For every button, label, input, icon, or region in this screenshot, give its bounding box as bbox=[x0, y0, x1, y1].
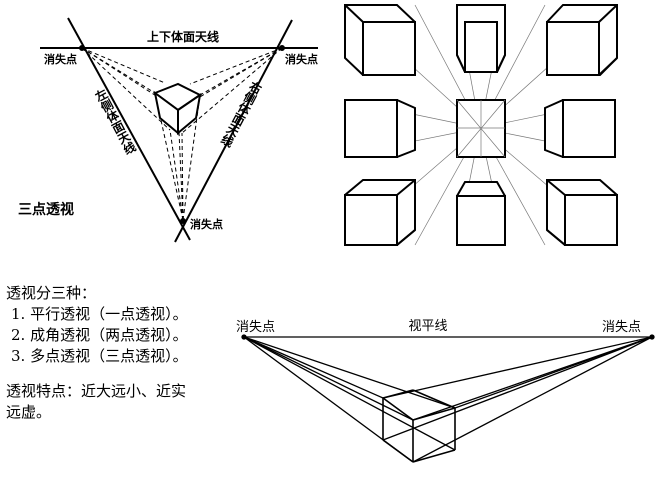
top-line-label: 上下体面天线 bbox=[147, 29, 219, 44]
vanishing-point-bottom-dot bbox=[180, 218, 186, 224]
notes-item-1: 1. 平行透视（一点透视）。 bbox=[11, 305, 188, 323]
left-face-label: 左侧体面天线 bbox=[91, 85, 138, 157]
right-side-line bbox=[174, 19, 293, 243]
vanish-right-label: 消失点 bbox=[285, 52, 318, 66]
vanishing-point-left-dot bbox=[79, 45, 85, 51]
cube-top-left bbox=[344, 4, 416, 76]
cube-top-middle bbox=[456, 4, 506, 73]
three-point-title: 三点透视 bbox=[18, 201, 74, 218]
cube-middle-left bbox=[344, 99, 416, 158]
notes-heading: 透视分三种： bbox=[6, 284, 97, 302]
cube-middle-right bbox=[544, 99, 616, 158]
left-side-line bbox=[67, 17, 191, 241]
cube-bottom-right bbox=[546, 179, 618, 246]
two-point-vanish-left-label: 消失点 bbox=[236, 320, 275, 335]
right-face-label: 右侧体面天线 bbox=[218, 77, 265, 149]
two-point-cube bbox=[382, 389, 456, 463]
vanishing-point-right-dot bbox=[279, 45, 285, 51]
vanish-left-label: 消失点 bbox=[44, 52, 77, 66]
two-point-perspective-diagram: 消失点 视平线 消失点 bbox=[236, 319, 655, 463]
one-point-perspective-diagram bbox=[344, 4, 618, 246]
vanish-bottom-label: 消失点 bbox=[190, 217, 223, 231]
cube-bottom-left bbox=[344, 179, 416, 246]
notes-feature-line2: 远虚。 bbox=[6, 403, 52, 421]
notes-item-2: 2. 成角透视（两点透视）。 bbox=[11, 326, 188, 344]
notes-feature-line1: 透视特点：近大远小、近实 bbox=[6, 382, 187, 400]
three-point-perspective-diagram: 上下体面天线 消失点 消失点 消失点 左侧体面天线 右侧体面天线 三点透视 bbox=[18, 17, 318, 243]
perspective-notes: 透视分三种： 1. 平行透视（一点透视）。 2. 成角透视（两点透视）。 3. … bbox=[6, 283, 241, 423]
two-point-vanish-right-label: 消失点 bbox=[602, 320, 641, 335]
horizon-label: 视平线 bbox=[408, 319, 447, 334]
cube-bottom-middle bbox=[456, 181, 506, 246]
three-point-cube bbox=[152, 82, 202, 136]
cube-top-right bbox=[546, 4, 618, 76]
notes-item-3: 3. 多点透视（三点透视）。 bbox=[11, 347, 188, 365]
